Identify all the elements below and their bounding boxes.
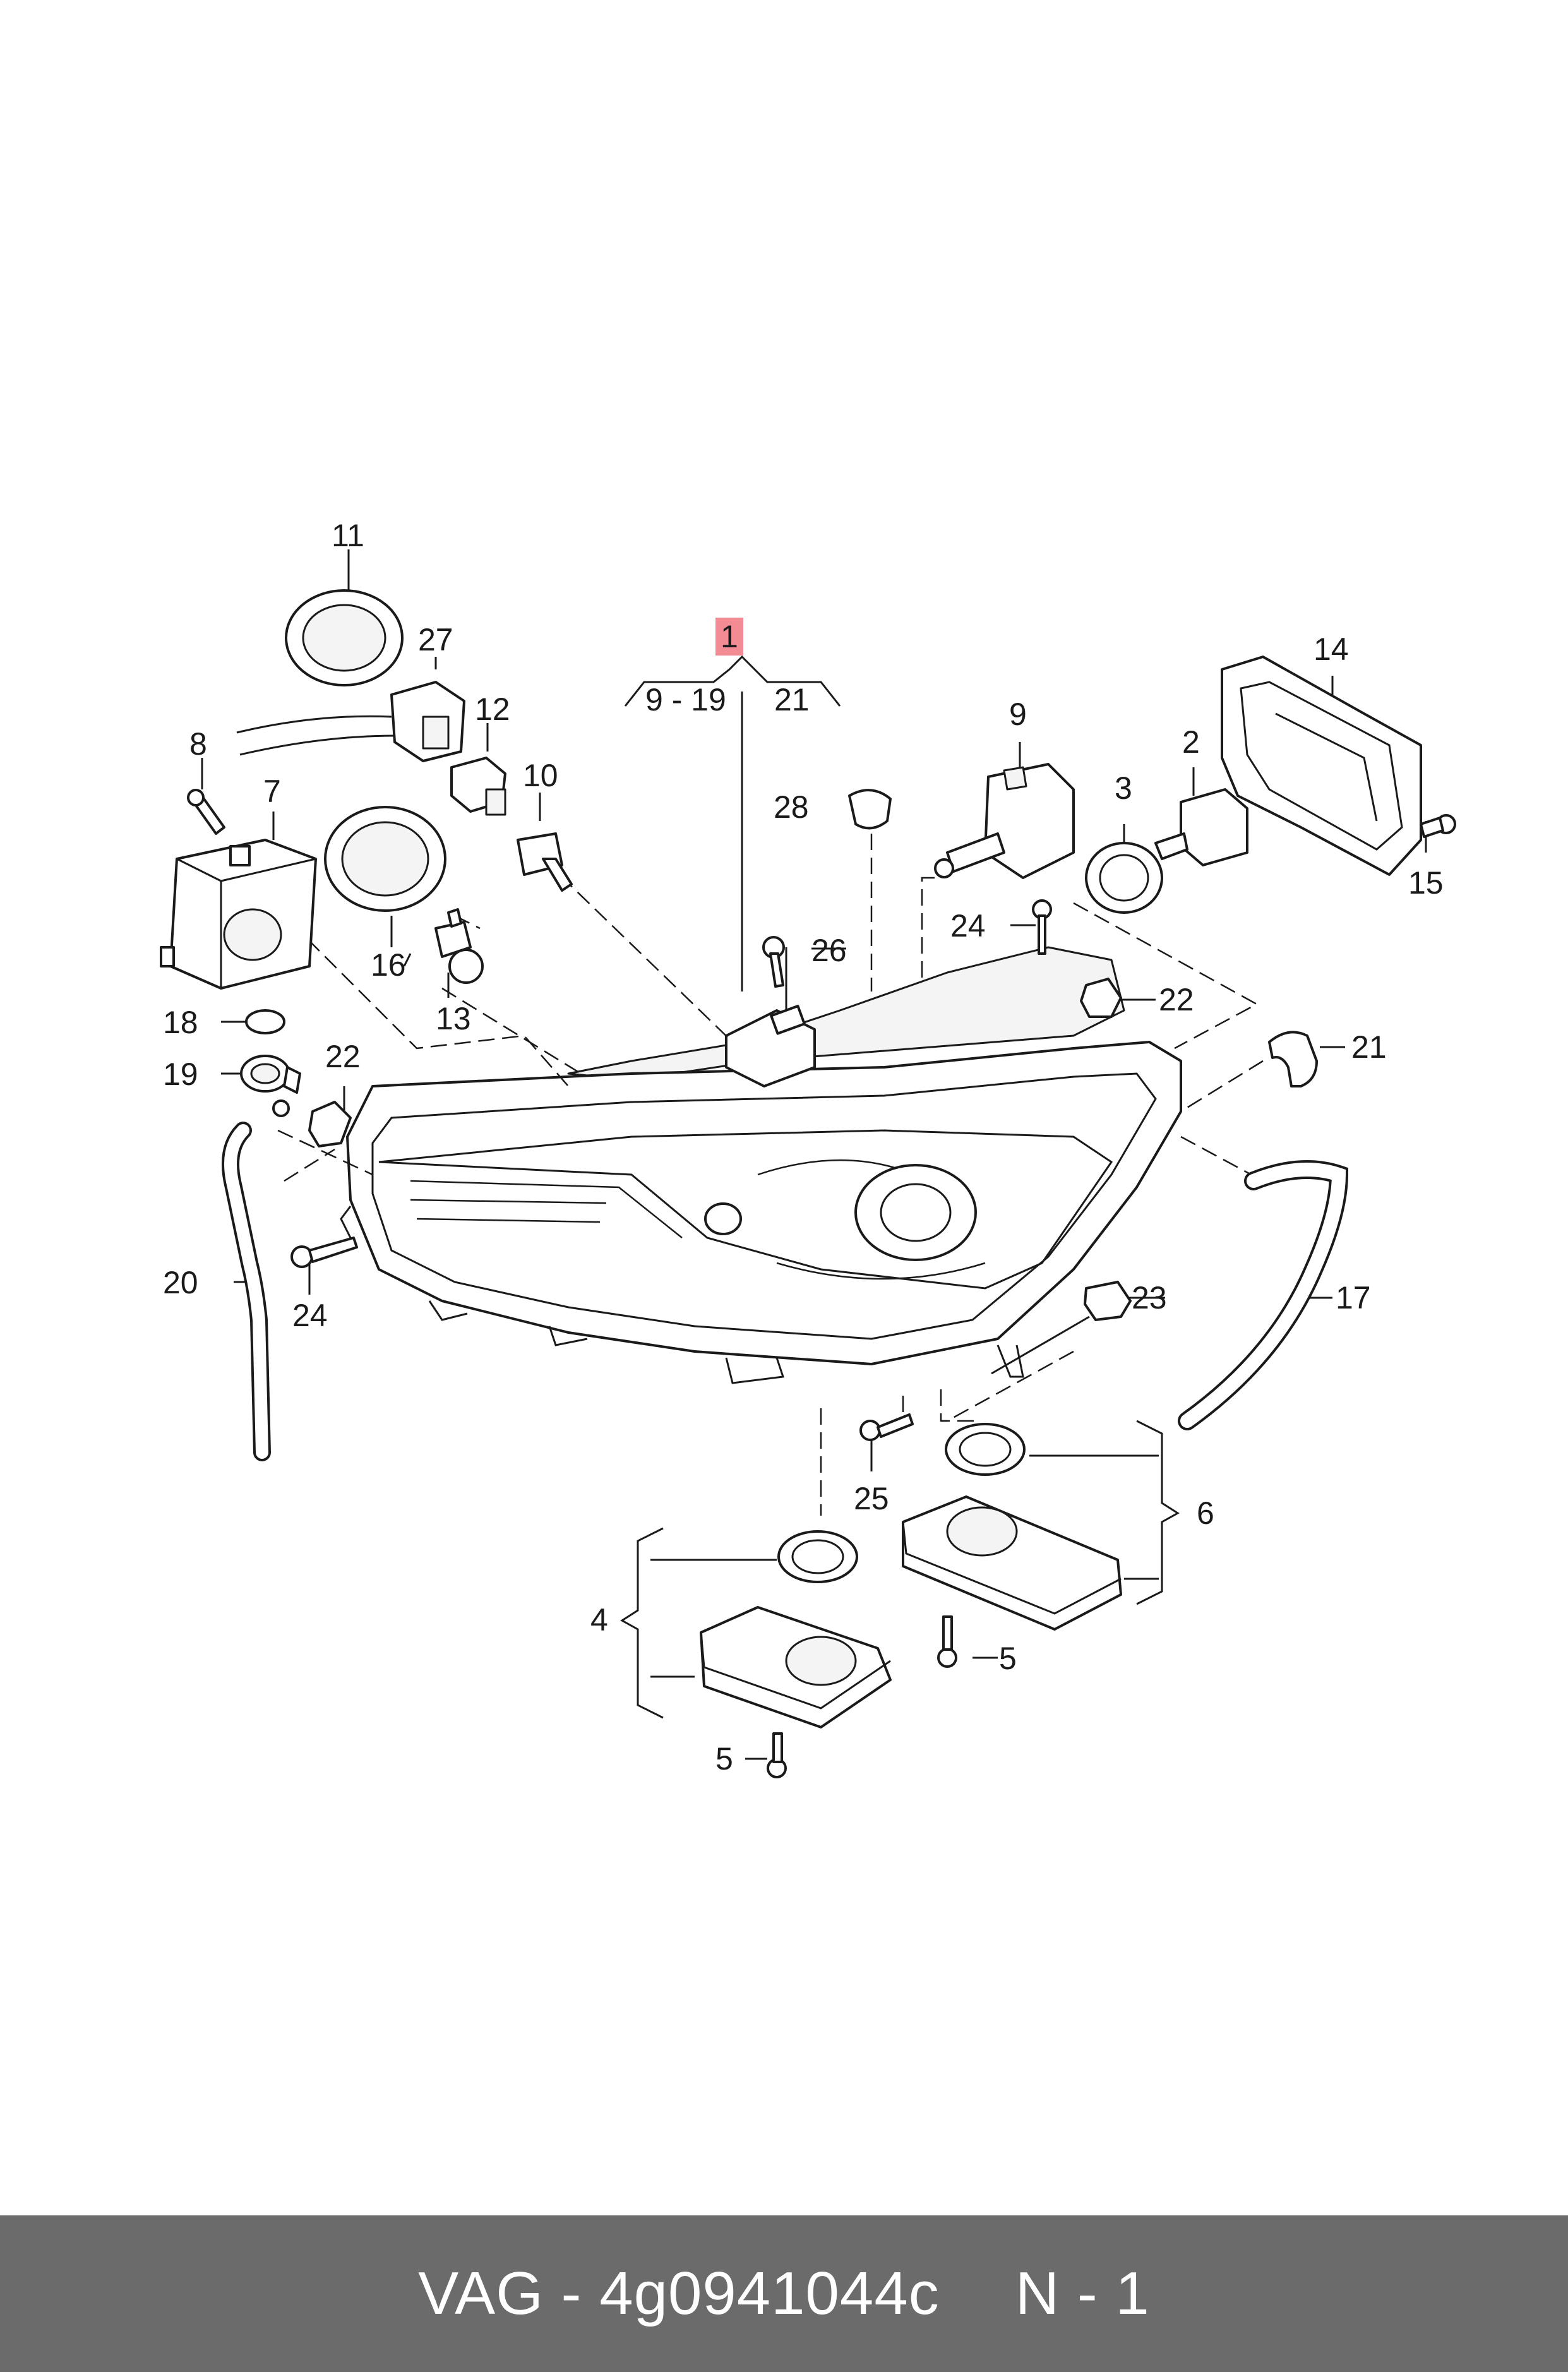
callout-9: 9 [1009,697,1027,732]
callout-10: 10 [523,758,558,793]
callout-27: 27 [418,622,453,657]
part-9-motor [934,763,1075,879]
part-8-screw [187,789,225,835]
callout-26: 26 [811,933,847,968]
callout-23: 23 [1132,1280,1167,1315]
part-14-cover [1221,656,1422,876]
part-4-ballast-unit [700,1530,892,1778]
callout-14: 14 [1314,632,1349,667]
callout-22-left: 22 [325,1039,361,1074]
diagram-position: N - 1 [1015,2260,1150,2327]
part-7-ballast [160,839,317,990]
callout-9-19: 9 - 19 [645,682,726,717]
part-17-seal [1178,1160,1349,1430]
part-reference-footer: VAG - 4g0941044c N - 1 [0,2215,1568,2372]
part-13-bulb [434,908,484,984]
part-25-screw [859,1413,914,1441]
part-11-cap [285,589,404,686]
callout-15: 15 [1408,865,1444,901]
callout-5-right: 5 [999,1641,1017,1676]
callout-5-left: 5 [715,1741,733,1776]
callout-4: 4 [590,1602,608,1638]
part-12-bulb-holder [450,757,506,816]
callout-3: 3 [1115,770,1132,806]
callout-21: 21 [1351,1029,1387,1065]
part-28-plug [848,789,892,830]
callout-1: 1 [721,619,738,654]
callout-highlight [715,618,743,656]
diagram-canvas: 1 9 - 19 21 11 27 12 10 8 7 16 13 18 19 … [160,518,1456,1778]
callout-11: 11 [332,518,364,553]
callout-25: 25 [854,1481,889,1516]
part-15-screw [1420,814,1456,838]
part-10-bulb [517,832,573,892]
callout-21-top: 21 [774,682,810,717]
headlight-housing [340,946,1182,1384]
callout-17: 17 [1336,1280,1371,1315]
part-reference: VAG - 4g0941044c [418,2260,940,2327]
part-26-screw [762,936,785,988]
callout-19: 19 [163,1057,198,1092]
leader-lines [201,549,1427,1760]
callout-18: 18 [163,1005,198,1040]
part-22-clip-right [1080,978,1122,1018]
part-24-screw-right [1032,899,1052,955]
part-6-ballast-unit [902,1423,1122,1668]
exploded-parts-diagram: 1 9 - 19 21 11 27 12 10 8 7 16 13 18 19 … [160,518,1456,1778]
callout-24-left: 24 [292,1298,328,1333]
part-2-xenon-bulb [1154,788,1248,866]
part-19-connector [240,1055,301,1117]
callout-22-right: 22 [1159,982,1194,1017]
callout-20: 20 [163,1265,198,1300]
callout-8: 8 [189,726,207,762]
callout-7: 7 [263,774,281,809]
part-27-connector [236,681,465,762]
part-22-clip-left [308,1101,352,1147]
part-21-elbow [1268,1031,1318,1087]
callout-24-right: 24 [950,908,986,943]
part-23-clip [1084,1281,1132,1321]
callout-2: 2 [1182,724,1200,760]
callout-12: 12 [475,692,510,727]
part-16-cap [324,806,446,912]
part-24-screw-left [290,1237,358,1268]
callout-16: 16 [371,947,406,983]
callout-labels: 1 9 - 19 21 11 27 12 10 8 7 16 13 18 19 … [163,518,1444,1776]
callout-13: 13 [436,1001,471,1036]
part-18-o-ring [245,1009,285,1034]
part-3-retaining-ring [1085,842,1163,914]
callout-28: 28 [774,789,809,825]
callout-6: 6 [1197,1495,1214,1531]
part-20-hose [222,1122,271,1461]
